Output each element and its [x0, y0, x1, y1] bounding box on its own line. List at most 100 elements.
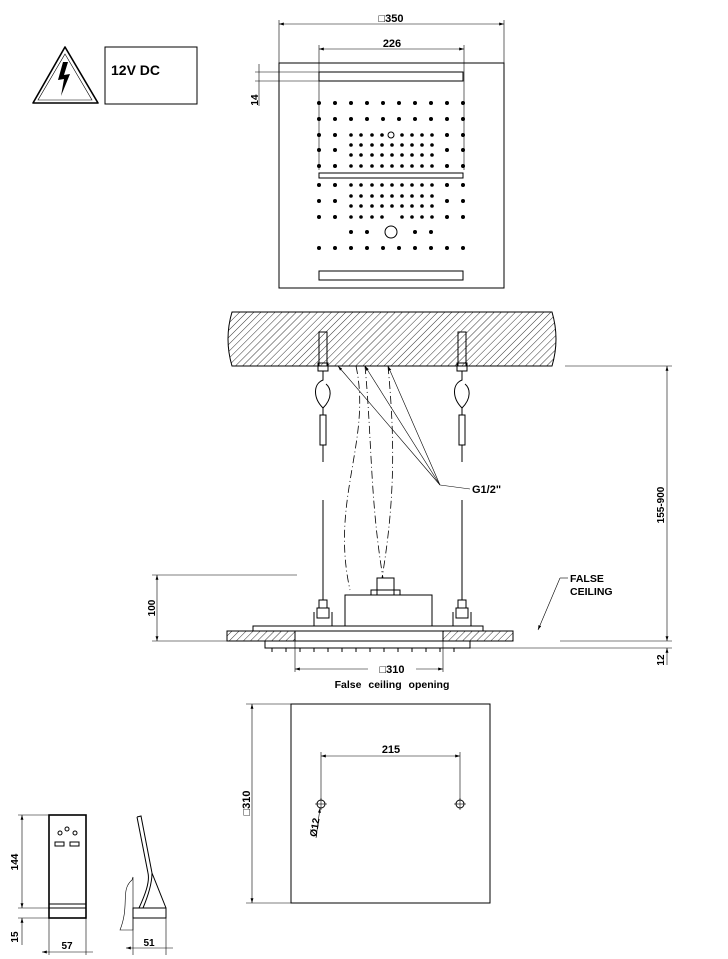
nozzle-dot: [410, 133, 414, 137]
nozzle-dot: [410, 153, 414, 157]
nozzle-dot: [430, 194, 434, 198]
false-ceiling-left: [226, 630, 296, 642]
nozzle-dot: [430, 183, 434, 187]
mounting-hole-right: [454, 798, 466, 810]
nozzle-dot: [359, 153, 363, 157]
nozzle-dot: [445, 183, 449, 187]
nozzle-dot: [420, 194, 424, 198]
control-view: 144 15 57 51: [10, 814, 173, 955]
control-base-dim-label: 15: [10, 931, 21, 943]
nozzle-dot: [317, 183, 321, 187]
nozzle-dot: [365, 101, 369, 105]
nozzle-dot: [380, 215, 384, 219]
nozzle-dot: [390, 153, 394, 157]
nozzle-dot: [365, 117, 369, 121]
nozzle-dot: [317, 215, 321, 219]
nozzle-dot: [359, 215, 363, 219]
nozzle-dot: [420, 143, 424, 147]
slot-height-dim-label: 14: [250, 94, 261, 106]
nozzle-dot: [445, 148, 449, 152]
nozzle-dot: [365, 230, 369, 234]
nozzle-dot: [370, 153, 374, 157]
side-view: G1/2" 155-900 12 100 □310 False ceiling …: [147, 311, 672, 691]
nozzle-dot: [359, 143, 363, 147]
nozzle-dot: [380, 194, 384, 198]
nozzle-dot: [349, 153, 353, 157]
nozzle-dot: [445, 246, 449, 250]
nozzle-dot: [445, 215, 449, 219]
nozzle-dot: [349, 230, 353, 234]
nozzle-dot: [359, 133, 363, 137]
nozzle-dot: [370, 204, 374, 208]
square-dim-label: □310: [241, 791, 253, 816]
nozzle-dot: [429, 230, 433, 234]
high-voltage-warning-icon: [32, 46, 99, 104]
suspension-hanger: [452, 331, 472, 626]
hole-spacing-dim-label: 215: [382, 744, 400, 756]
nozzle-dot: [370, 133, 374, 137]
panel-thickness-dim-label: 12: [656, 654, 667, 666]
nozzle-dot: [380, 153, 384, 157]
mounting-plate: [252, 625, 484, 632]
nozzle-dot: [380, 133, 384, 137]
nozzle-dot: [333, 164, 337, 168]
nozzle-dot: [333, 117, 337, 121]
valve-body: [344, 594, 433, 626]
nozzle-dot: [400, 164, 404, 168]
nozzle-dot: [381, 101, 385, 105]
nozzle-dot: [359, 194, 363, 198]
nozzle-dot: [420, 153, 424, 157]
nozzle-dot: [390, 164, 394, 168]
nozzle-dot: [461, 199, 465, 203]
nozzle-dot: [370, 194, 374, 198]
false-ceiling-label-1: FALSE: [570, 573, 604, 585]
nozzle-dot: [359, 183, 363, 187]
nozzle-dot: [445, 117, 449, 121]
nozzle-dot: [400, 215, 404, 219]
nozzle-dot: [430, 153, 434, 157]
nozzle-dot: [461, 246, 465, 250]
nozzle-dot: [420, 164, 424, 168]
nozzle-dot: [410, 194, 414, 198]
nozzle-dot: [410, 183, 414, 187]
nozzle-dot: [317, 117, 321, 121]
nozzle-dot: [333, 133, 337, 137]
nozzle-dot: [333, 215, 337, 219]
nozzle-dot: [420, 133, 424, 137]
control-width-dim-label: 57: [61, 941, 73, 952]
nozzle-dot: [400, 183, 404, 187]
nozzle-dot: [370, 215, 374, 219]
nozzle-dot: [317, 164, 321, 168]
top-view: □350 226 14: [250, 13, 505, 289]
nozzle-center-upper: [387, 131, 395, 139]
nozzle-dot: [397, 101, 401, 105]
nozzle-dot: [445, 199, 449, 203]
nozzle-dot: [380, 183, 384, 187]
nozzle-dot: [430, 143, 434, 147]
nozzle-dot: [400, 133, 404, 137]
nozzle-dot: [317, 133, 321, 137]
nozzle-dot: [390, 194, 394, 198]
nozzle-dot: [333, 148, 337, 152]
nozzle-dot: [461, 101, 465, 105]
nozzle-dot: [381, 246, 385, 250]
nozzle-dot: [413, 230, 417, 234]
connection-label: G1/2": [472, 484, 501, 496]
control-height-dim-label: 144: [10, 853, 21, 870]
nozzle-dot: [390, 143, 394, 147]
false-ceiling-label-2: CEILING: [570, 586, 613, 598]
nozzle-dot: [349, 194, 353, 198]
nozzle-dot: [429, 246, 433, 250]
nozzle-dot: [333, 101, 337, 105]
nozzle-dot: [413, 101, 417, 105]
nozzle-dot: [359, 164, 363, 168]
cutout-view: □310 215 Ø12: [241, 703, 491, 904]
opening-dim-label: □310: [380, 664, 405, 676]
nozzle-dot: [349, 101, 353, 105]
nozzle-dot: [461, 183, 465, 187]
nozzle-dot: [400, 194, 404, 198]
nozzle-dot: [333, 199, 337, 203]
nozzle-grid: [317, 101, 465, 250]
nozzle-dot: [429, 101, 433, 105]
